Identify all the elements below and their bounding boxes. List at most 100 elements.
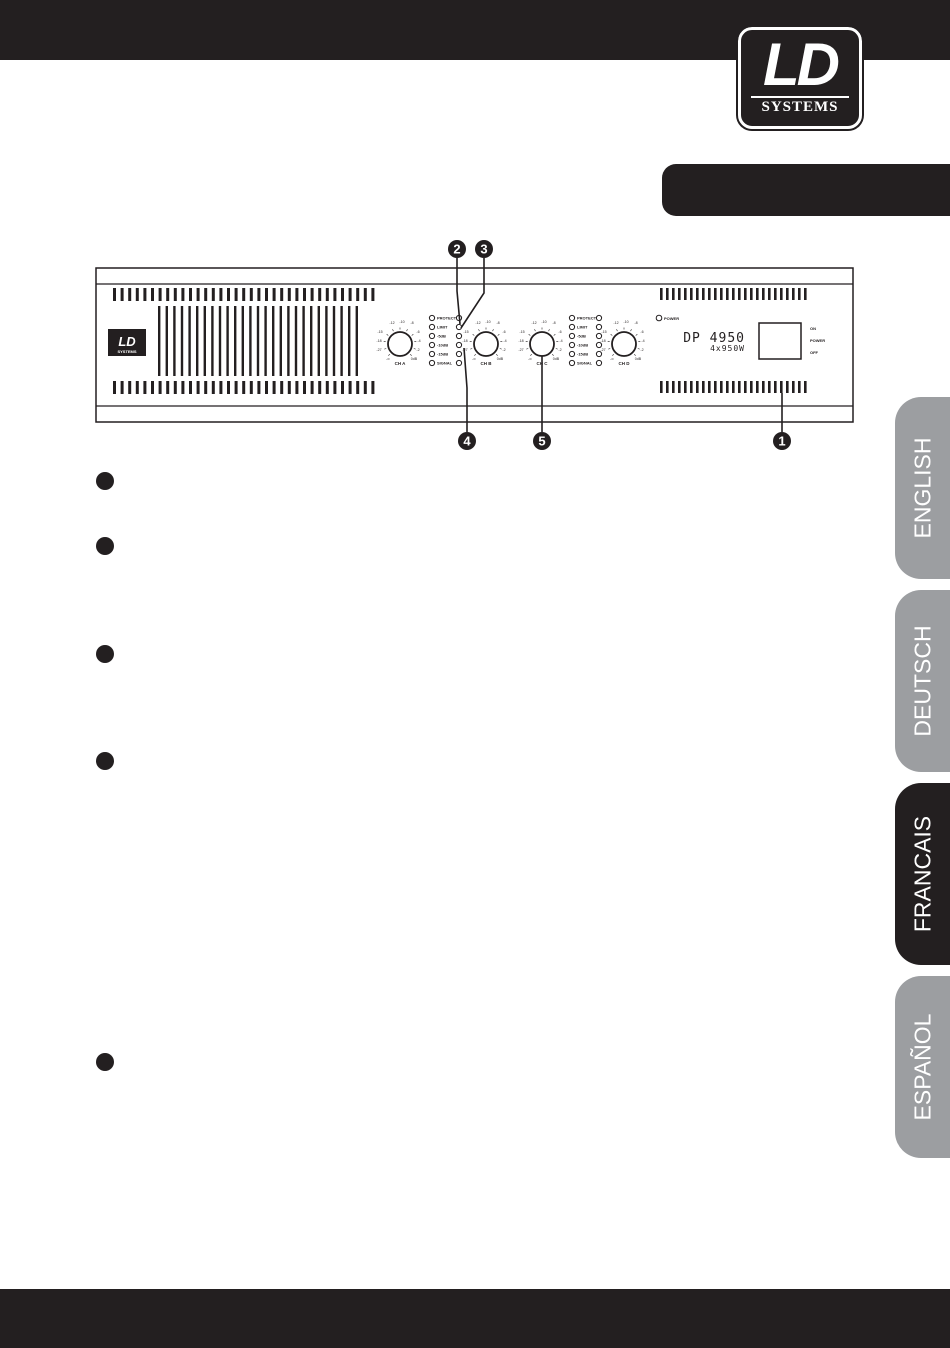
led-left <box>428 341 436 349</box>
vent-slot <box>768 381 771 393</box>
vent-slot <box>295 381 299 394</box>
callout-number: 4 <box>463 434 471 449</box>
led-right <box>455 341 463 349</box>
vent-slot <box>113 381 116 394</box>
vent-slot <box>265 288 268 301</box>
vent-fin <box>180 306 184 376</box>
tab-deutsch[interactable]: DEUTSCH <box>895 590 950 772</box>
panel-logo-sub: SYSTEMS <box>117 349 136 354</box>
vent-slot <box>128 288 132 301</box>
vent-slot <box>211 381 215 394</box>
knob-tick <box>406 329 408 332</box>
tab-espanol-label: ESPAÑOL <box>909 1013 935 1121</box>
knob-tick <box>612 354 614 356</box>
knob-scale-label: -∞ <box>528 357 532 361</box>
knob-tick <box>470 348 473 350</box>
vent-slot <box>120 381 124 394</box>
vent-slot <box>720 381 723 393</box>
vent-slot <box>249 381 253 394</box>
knob-scale-label: -6 <box>502 330 505 334</box>
amplifier-front-panel-diagram: LD SYSTEMS ON POWER OFF POWER DP 4950 4x… <box>95 240 854 450</box>
tab-espanol[interactable]: ESPAÑOL <box>895 976 950 1158</box>
vent-slot <box>113 288 116 301</box>
vent-fin <box>249 306 252 376</box>
channel-label: CH A <box>395 361 407 366</box>
vent-slot <box>792 288 795 300</box>
vent-slot <box>318 288 322 301</box>
led-left <box>568 332 576 340</box>
vent-slot <box>151 381 154 394</box>
vent-slot <box>371 381 375 394</box>
knob-tick <box>472 334 475 336</box>
vent-slot <box>227 381 230 394</box>
knob-tick <box>386 334 389 336</box>
switch-label-power: POWER <box>810 338 825 343</box>
gain-knob[interactable] <box>387 331 413 357</box>
vent-slot <box>780 381 783 393</box>
knob-scale-label: -15 <box>377 330 382 334</box>
vent-slot <box>265 381 268 394</box>
gain-knob[interactable] <box>473 331 499 357</box>
tab-deutsch-label: DEUTSCH <box>909 625 935 737</box>
knob-scale-label: -2 <box>502 348 505 352</box>
vent-fin <box>272 306 275 376</box>
vent-slot <box>318 381 322 394</box>
knob-tick <box>634 354 636 356</box>
led-label: -10dB <box>577 343 588 348</box>
vent-slot <box>166 381 170 394</box>
vent-slot <box>660 288 663 300</box>
power-switch[interactable] <box>758 322 802 360</box>
vent-slot <box>786 381 789 393</box>
led-right <box>595 323 603 331</box>
callout-circle <box>448 240 466 258</box>
knob-tick <box>410 354 412 356</box>
led-right <box>595 341 603 349</box>
vent-slot <box>295 288 299 301</box>
vent-slot <box>196 381 200 394</box>
tab-english[interactable]: ENGLISH <box>895 397 950 579</box>
gain-knob[interactable] <box>529 331 555 357</box>
vent-fin <box>211 306 214 376</box>
knob-scale-label: -18 <box>462 339 467 343</box>
vent-fin <box>302 306 305 376</box>
vent-slot <box>348 288 352 301</box>
callout-circle <box>458 432 476 450</box>
led-label: -15dB <box>437 352 448 357</box>
vent-slot <box>189 381 192 394</box>
vent-slot <box>744 288 747 300</box>
vent-slot <box>310 381 314 394</box>
list-bullet <box>96 752 114 770</box>
vent-slot <box>257 381 261 394</box>
vent-slot <box>363 288 367 301</box>
list-bullet <box>96 1053 114 1071</box>
led-label: LIMIT <box>437 325 448 330</box>
vent-slot <box>211 288 215 301</box>
gain-knob[interactable] <box>611 331 637 357</box>
vent-slot <box>303 288 306 301</box>
vent-slot <box>325 288 329 301</box>
vent-slot <box>732 381 735 393</box>
tab-francais[interactable]: FRANCAIS <box>895 783 950 965</box>
knob-scale-label: -6 <box>558 330 561 334</box>
vent-slot <box>181 381 185 394</box>
knob-tick <box>411 334 414 336</box>
vent-slot <box>249 288 253 301</box>
power-rating: 4x950W <box>710 344 745 353</box>
knob-scale-label: -15 <box>463 330 468 334</box>
vent-slot <box>303 381 306 394</box>
vent-fin <box>294 306 298 376</box>
knob-scale-label: -27 <box>518 348 523 352</box>
knob-tick <box>555 348 558 350</box>
led-left <box>428 314 436 322</box>
knob-tick <box>637 348 640 350</box>
vent-slot <box>684 381 687 393</box>
vent-slot <box>756 381 759 393</box>
led-label: PROTECT <box>437 316 457 321</box>
knob-scale-label: -15 <box>601 330 606 334</box>
knob-tick <box>388 354 390 356</box>
knob-scale-label: -18 <box>376 339 381 343</box>
vent-slot <box>768 288 771 300</box>
knob-scale-label: -12 <box>531 321 536 325</box>
knob-tick <box>526 348 529 350</box>
knob-tick <box>553 334 556 336</box>
